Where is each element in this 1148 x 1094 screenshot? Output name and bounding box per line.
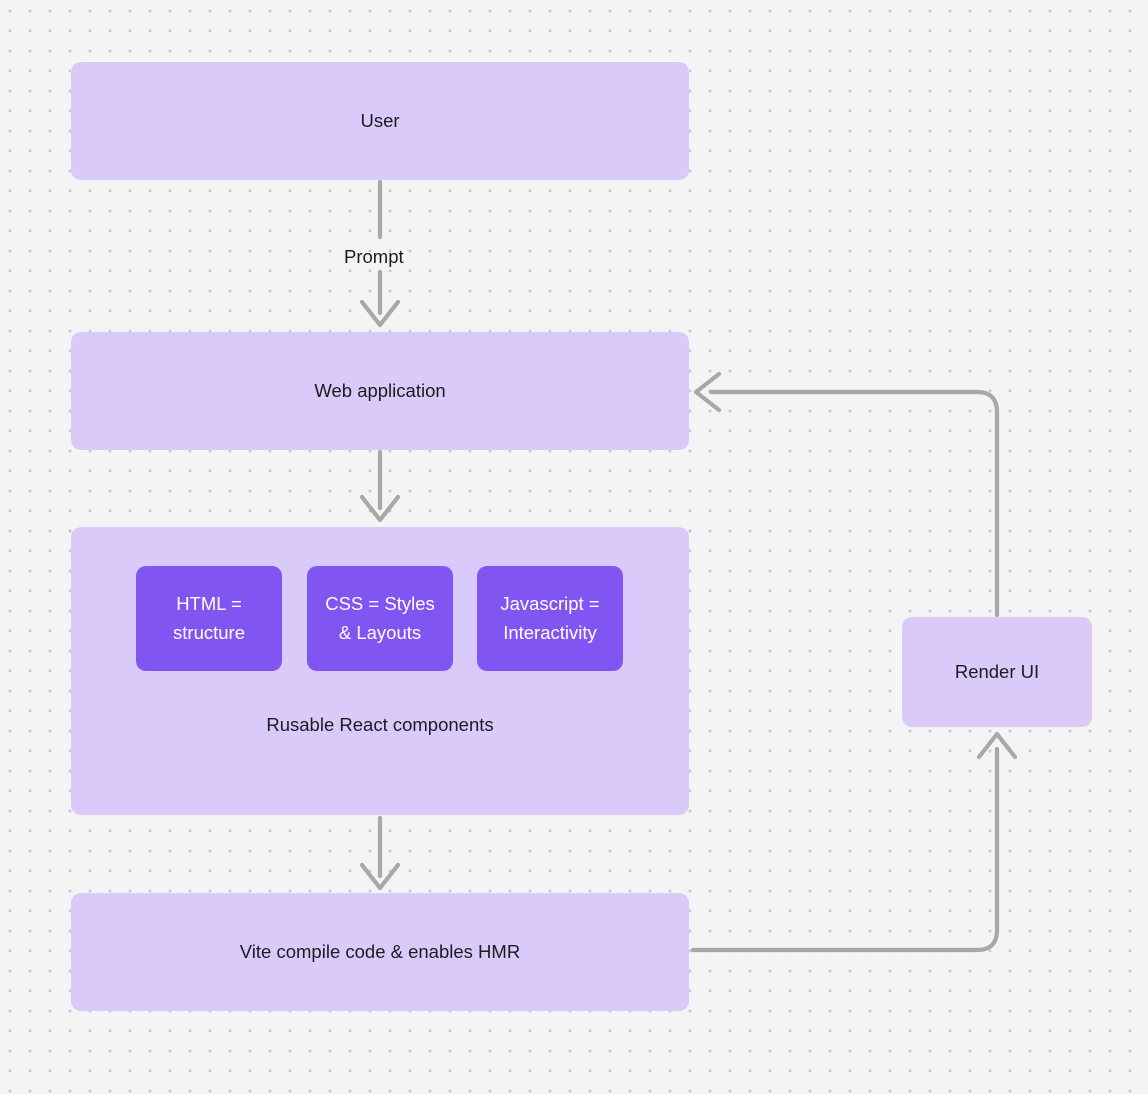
edge-vite-to-render-ui	[690, 731, 1018, 953]
node-html[interactable]: HTML = structure	[136, 566, 282, 671]
node-css-label: CSS = Styles & Layouts	[325, 590, 435, 647]
node-web-application-label: Web application	[314, 379, 446, 401]
node-render-ui[interactable]: Render UI	[902, 617, 1092, 727]
node-javascript[interactable]: Javascript = Interactivity	[477, 566, 623, 671]
node-javascript-label-line1: Javascript =	[500, 592, 600, 614]
node-javascript-label: Javascript = Interactivity	[500, 590, 599, 647]
node-css-label-line2: & Layouts	[338, 621, 422, 643]
node-user-label: User	[360, 109, 400, 131]
node-component-group-caption: Rusable React components	[266, 714, 494, 735]
node-javascript-label-line2: Interactivity	[503, 621, 597, 643]
node-html-label-line2: structure	[173, 621, 245, 643]
node-web-application[interactable]: Web application	[71, 332, 689, 450]
node-user[interactable]: User	[71, 62, 689, 180]
node-css-label-line1: CSS = Styles	[325, 592, 435, 614]
node-render-ui-label: Render UI	[954, 660, 1040, 682]
edge-components-to-vite	[359, 815, 401, 891]
node-component-group[interactable]: HTML = structure CSS = Styles & Layouts …	[71, 527, 689, 815]
edge-render-ui-to-webapp	[693, 371, 1000, 618]
edge-webapp-to-components	[359, 449, 401, 523]
node-html-label: HTML = structure	[173, 590, 245, 647]
edge-label-prompt: Prompt	[344, 246, 404, 267]
node-vite[interactable]: Vite compile code & enables HMR	[71, 893, 689, 1011]
node-css[interactable]: CSS = Styles & Layouts	[307, 566, 453, 671]
node-html-label-line1: HTML =	[176, 592, 242, 614]
node-vite-label: Vite compile code & enables HMR	[239, 940, 521, 962]
